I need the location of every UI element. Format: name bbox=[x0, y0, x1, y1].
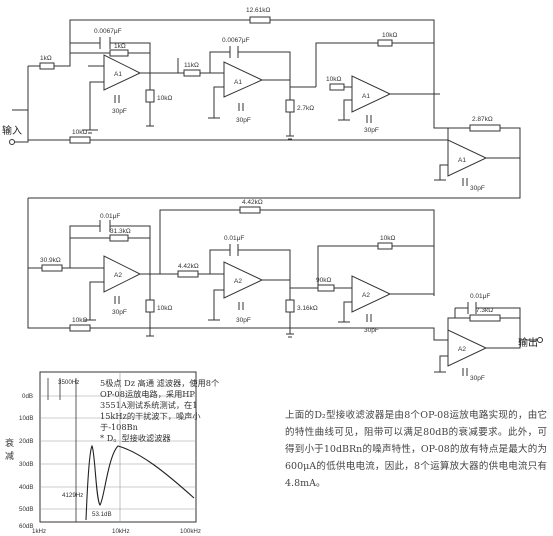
resistor-label: 10kΩ bbox=[157, 95, 172, 102]
capacitor-label: 30pF bbox=[470, 185, 485, 192]
graph-y-label: 衰减 bbox=[5, 439, 15, 462]
y-tick: 0dB bbox=[22, 393, 33, 400]
resistor-label: 31.3kΩ bbox=[110, 228, 131, 235]
y-tick: 20dB bbox=[19, 438, 33, 445]
y-tick: 10dB bbox=[19, 415, 33, 422]
graph-note: 5极点 Dz 高通 滤波器，使用8个 OP-08运放电路，采用HP 3551A测… bbox=[100, 378, 250, 444]
capacitor-label: 30pF bbox=[364, 127, 379, 134]
note-line: 15kHz的干扰波下，噪声小 bbox=[100, 411, 201, 421]
amp-label: A2 bbox=[234, 278, 242, 285]
resistor-label: 12.61kΩ bbox=[246, 7, 271, 14]
resistor-label: 10kΩ bbox=[157, 305, 172, 312]
amp-label: A2 bbox=[362, 292, 370, 299]
capacitor-label: 0.01μF bbox=[224, 235, 244, 242]
response-graph: 0dB 10dB 20dB 30dB 40dB 50dB 60dB 1kHz 1… bbox=[19, 371, 201, 535]
marker-f2: 4129Hz bbox=[62, 492, 83, 499]
x-tick: 100kHz bbox=[180, 528, 201, 535]
resistor-label: 30.9kΩ bbox=[40, 257, 61, 264]
capacitor-label: 0.0067μF bbox=[222, 37, 250, 44]
capacitor-label: 30pF bbox=[470, 375, 485, 382]
y-tick: 50dB bbox=[19, 506, 33, 513]
capacitor-label: 30pF bbox=[112, 309, 127, 316]
resistor-label: 90kΩ bbox=[316, 277, 331, 284]
resistor-label: 2.7kΩ bbox=[297, 105, 314, 112]
resistor-label: 10kΩ bbox=[72, 129, 87, 136]
note-line: OP-08运放电路，采用HP bbox=[100, 389, 195, 399]
capacitor-label: 30pF bbox=[236, 117, 251, 124]
x-tick: 10kHz bbox=[112, 528, 130, 535]
input-label: 输入 bbox=[2, 124, 22, 137]
resistor-label: 10kΩ bbox=[380, 235, 395, 242]
resistor-label: 1kΩ bbox=[114, 43, 126, 50]
capacitor-label: 30pF bbox=[364, 327, 379, 334]
resistor-label: 10kΩ bbox=[72, 317, 87, 324]
capacitor-label: 0.01μF bbox=[100, 213, 120, 220]
marker-depth: 53.1dB bbox=[92, 511, 112, 518]
capacitor-label: 30pF bbox=[112, 108, 127, 115]
resistor-label: 11kΩ bbox=[184, 62, 199, 69]
amp-label: A2 bbox=[114, 272, 122, 279]
amp-label: A1 bbox=[234, 79, 242, 86]
y-tick: 40dB bbox=[19, 484, 33, 491]
resistor-label: 2.87kΩ bbox=[472, 116, 493, 123]
capacitor-label: 0.0067μF bbox=[94, 28, 122, 35]
amp-label: A1 bbox=[458, 157, 466, 164]
note-line: 3551A测试系统测试，在1 bbox=[100, 400, 198, 410]
note-line: 于-108Bn bbox=[100, 422, 138, 432]
resistor-label: 7.3kΩ bbox=[476, 307, 493, 314]
capacitor-label: 30pF bbox=[236, 317, 251, 324]
caption-text: 上面的D₂型接收滤波器是由8个OP-08运放电路实现的，由它的特性曲线可见，阻带… bbox=[285, 410, 547, 489]
x-tick: 1kHz bbox=[32, 528, 46, 535]
amp-label: A2 bbox=[458, 346, 466, 353]
output-label: 输出 bbox=[518, 336, 538, 349]
y-tick: 60dB bbox=[19, 523, 33, 530]
resistor-label: 1kΩ bbox=[40, 55, 52, 62]
resistor-label: 3.16kΩ bbox=[297, 305, 318, 312]
note-line: * D。型接收滤波器 bbox=[100, 433, 171, 443]
resistor-label: 4.42kΩ bbox=[178, 263, 199, 270]
amp-label: A1 bbox=[114, 71, 122, 78]
resistor-label: 10kΩ bbox=[382, 32, 397, 39]
amp-label: A1 bbox=[362, 93, 370, 100]
resistor-label: 4.42kΩ bbox=[242, 199, 263, 206]
capacitor-label: 0.01μF bbox=[470, 293, 490, 300]
resistor-label: 10kΩ bbox=[326, 76, 341, 83]
note-line: 5极点 Dz 高通 滤波器，使用8个 bbox=[100, 378, 220, 388]
marker-f1: 3500Hz bbox=[58, 379, 79, 386]
y-tick: 30dB bbox=[19, 461, 33, 468]
